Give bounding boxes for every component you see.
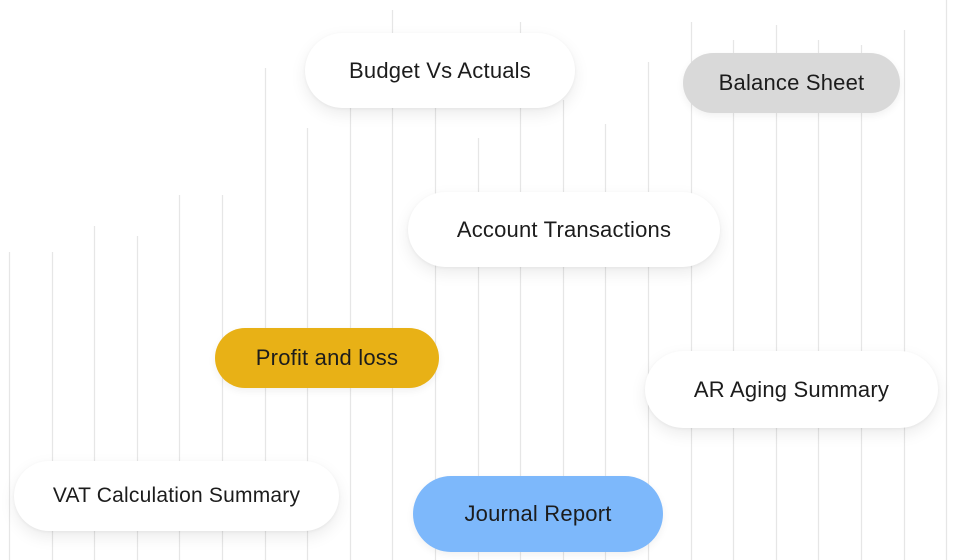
journal-report-tag[interactable]: Journal Report <box>413 476 663 552</box>
ar-aging-summary-tag[interactable]: AR Aging Summary <box>645 351 938 428</box>
vat-calculation-summary-tag[interactable]: VAT Calculation Summary <box>14 461 339 531</box>
balance-sheet-tag[interactable]: Balance Sheet <box>683 53 900 113</box>
budget-vs-actuals-tag[interactable]: Budget Vs Actuals <box>305 33 575 108</box>
profit-and-loss-tag[interactable]: Profit and loss <box>215 328 439 388</box>
account-transactions-tag[interactable]: Account Transactions <box>408 192 720 267</box>
